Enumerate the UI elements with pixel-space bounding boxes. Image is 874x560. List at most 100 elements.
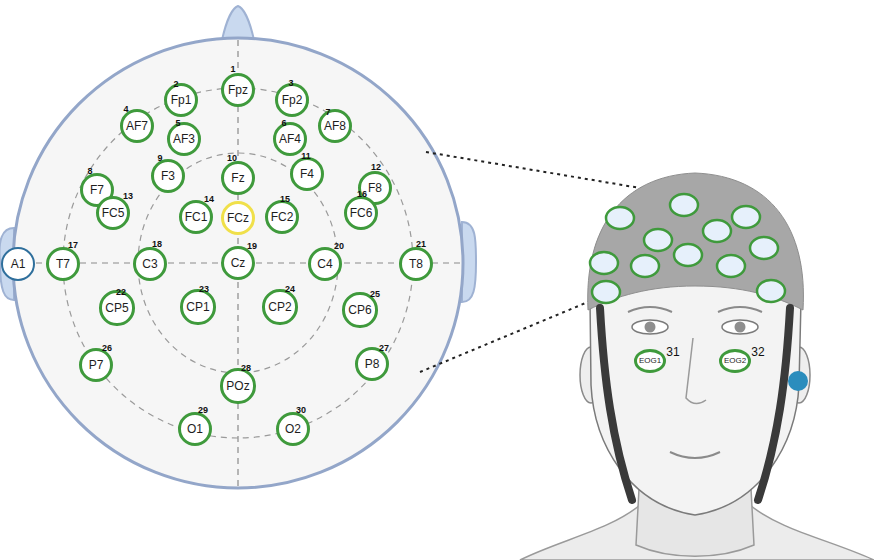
channel-number: 23 <box>199 285 209 294</box>
channel-number: 28 <box>241 364 251 373</box>
channel-number: 24 <box>285 285 295 294</box>
electrode: AF87 <box>318 109 352 143</box>
electrode-label: AF8 <box>324 120 346 132</box>
electrode: O129 <box>178 412 212 446</box>
ear-reference: A1 <box>1 247 35 281</box>
eog-electrode: EOG131 <box>634 349 666 373</box>
electrode: Fpz1 <box>221 73 255 107</box>
channel-number: 25 <box>370 290 380 299</box>
channel-number: 14 <box>204 195 214 204</box>
electrode: CP224 <box>262 289 297 324</box>
nose <box>222 6 254 40</box>
eye <box>722 320 758 334</box>
electrode-label: T8 <box>409 258 423 270</box>
eog-electrode: EOG232 <box>719 349 751 373</box>
eeg-cap <box>588 173 804 310</box>
nose <box>686 338 706 404</box>
electrode: CP6 25 <box>342 292 377 327</box>
electrode-label: FC2 <box>271 211 294 223</box>
channel-number: 9 <box>157 154 162 163</box>
channel-number: 3 <box>288 79 293 88</box>
channel-number: 22 <box>116 288 126 297</box>
channel-number: 19 <box>247 242 257 251</box>
electrode-label: FC1 <box>185 211 208 223</box>
channel-number: 16 <box>357 190 367 199</box>
channel-number: 12 <box>371 163 381 172</box>
channel-number: 13 <box>123 192 133 201</box>
electrode-label: C4 <box>317 258 332 270</box>
electrode: C318 <box>133 247 167 281</box>
channel-number: 4 <box>123 105 128 114</box>
electrode-label: CP6 <box>348 304 371 316</box>
cap-electrodes <box>590 194 785 303</box>
channel-number: 29 <box>198 406 208 415</box>
electrode: P827 <box>355 347 389 381</box>
channel-number: 18 <box>152 240 162 249</box>
electrode-label: T7 <box>56 258 70 270</box>
mouth <box>670 452 720 458</box>
electrode-label: Fz <box>231 172 244 184</box>
electrode-label: F8 <box>368 182 382 194</box>
electrode-label: AF7 <box>126 120 148 132</box>
electrode-label: AF3 <box>173 133 195 145</box>
zoom-line <box>426 152 664 192</box>
electrode-label: Fp1 <box>171 94 192 106</box>
electrode: POz28 <box>220 368 255 403</box>
channel-number: 5 <box>175 119 180 128</box>
eye <box>632 320 668 334</box>
electrode: T821 <box>399 247 433 281</box>
electrode-label: CP5 <box>105 302 128 314</box>
electrode-label: CP1 <box>186 301 209 313</box>
channel-number: 2 <box>173 80 178 89</box>
electrode-label: FC5 <box>102 207 125 219</box>
electrode-label: C3 <box>142 258 157 270</box>
electrode-label: O1 <box>187 423 203 435</box>
electrode: CP5 22 <box>99 290 134 325</box>
channel-number: 26 <box>102 344 112 353</box>
channel-number: 21 <box>416 240 426 249</box>
electrode-label: POz <box>226 380 249 392</box>
electrode: P726 <box>79 348 113 382</box>
electrode: T717 <box>46 247 80 281</box>
electrode-label: F4 <box>300 168 314 180</box>
electrode-label: Cz <box>231 257 246 269</box>
reference-electrode: FCz <box>221 201 255 235</box>
electrode: AF74 <box>120 109 154 143</box>
electrode-label: F3 <box>161 170 175 182</box>
electrode: Fp23 <box>275 83 309 117</box>
iris <box>735 322 746 333</box>
eyebrow <box>628 307 672 312</box>
channel-number: 17 <box>68 241 78 250</box>
electrode-label: CP2 <box>268 301 291 313</box>
channel-number: 10 <box>227 154 237 163</box>
electrode-label: A1 <box>11 258 26 270</box>
chin-strap <box>758 308 790 500</box>
electrode: C420 <box>308 247 342 281</box>
electrode-label: AF4 <box>279 133 301 145</box>
electrode-label: FCz <box>227 212 249 224</box>
electrode-label: O2 <box>285 423 301 435</box>
electrode-label: F7 <box>90 184 104 196</box>
electrode-label: FC6 <box>350 207 373 219</box>
chin-strap <box>600 308 632 500</box>
channel-number: 11 <box>301 152 311 161</box>
electrode-label: Fpz <box>228 84 248 96</box>
electrode-label: Fp2 <box>282 94 303 106</box>
channel-number: 15 <box>280 195 290 204</box>
channel-number: 1 <box>230 65 235 74</box>
electrode: F411 <box>290 157 324 191</box>
head-map <box>0 6 476 488</box>
channel-number: 30 <box>296 406 306 415</box>
electrode: Cz19 <box>221 246 255 280</box>
channel-number: 8 <box>87 167 92 176</box>
electrode-label: P7 <box>89 359 104 371</box>
electrode-label: EOG1 <box>639 357 661 365</box>
electrode: CP123 <box>180 289 215 324</box>
person-illustration <box>520 173 874 560</box>
electrode: Fp1 2 <box>164 83 198 117</box>
reference-electrode <box>788 371 808 391</box>
channel-number: 20 <box>334 242 344 251</box>
